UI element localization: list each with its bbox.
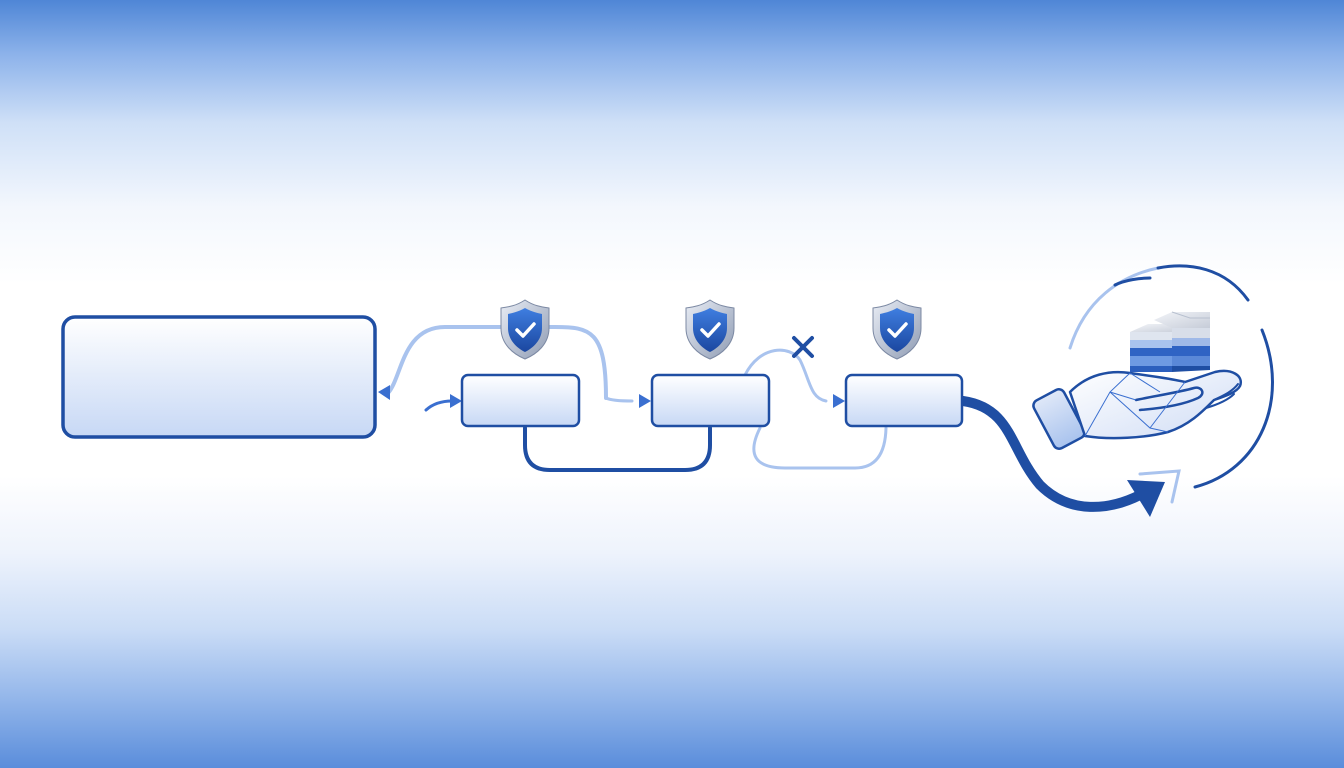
return-arrowhead: [378, 385, 390, 400]
output-connector: [958, 396, 1145, 512]
hand-facets: [1084, 372, 1186, 437]
hand-fingers: [1205, 383, 1239, 409]
ring-arc-light: [1068, 266, 1160, 350]
entry-connector: [424, 399, 454, 412]
ring-arc-dark-lower: [1193, 328, 1274, 489]
lower-dark-loop: [523, 426, 712, 472]
hand-thumb: [1134, 386, 1204, 412]
delivery-ring: [1068, 264, 1274, 489]
shield-check-icon: [500, 299, 550, 360]
ring-arc-dark-small: [1113, 276, 1152, 287]
step-box-1: [460, 373, 581, 428]
shield-check-icon: [872, 299, 922, 360]
return-connector: [386, 325, 608, 400]
lower-light-loop: [752, 426, 888, 470]
step-box-2: [650, 373, 771, 428]
hand-holding-data-stack-icon: [1032, 311, 1243, 450]
entry-arrowhead: [450, 394, 462, 408]
step1-to-step2-arrowhead: [639, 394, 651, 408]
output-arrowhead: [1127, 480, 1165, 517]
hand-cuff: [1032, 388, 1086, 450]
step2-to-step3-arrowhead: [833, 394, 845, 408]
x-mark-icon: [792, 336, 814, 358]
step1-to-step2-connector: [604, 396, 634, 403]
shield-check-icon: [685, 299, 735, 360]
step-box-3: [844, 373, 964, 428]
source-container: [61, 315, 377, 439]
data-stack-right: [1154, 311, 1210, 372]
connectors: [378, 325, 1181, 517]
secondary-light-arrow: [1138, 469, 1181, 504]
upper-light-hump: [743, 348, 828, 403]
ring-arc-dark-upper: [1156, 264, 1250, 302]
